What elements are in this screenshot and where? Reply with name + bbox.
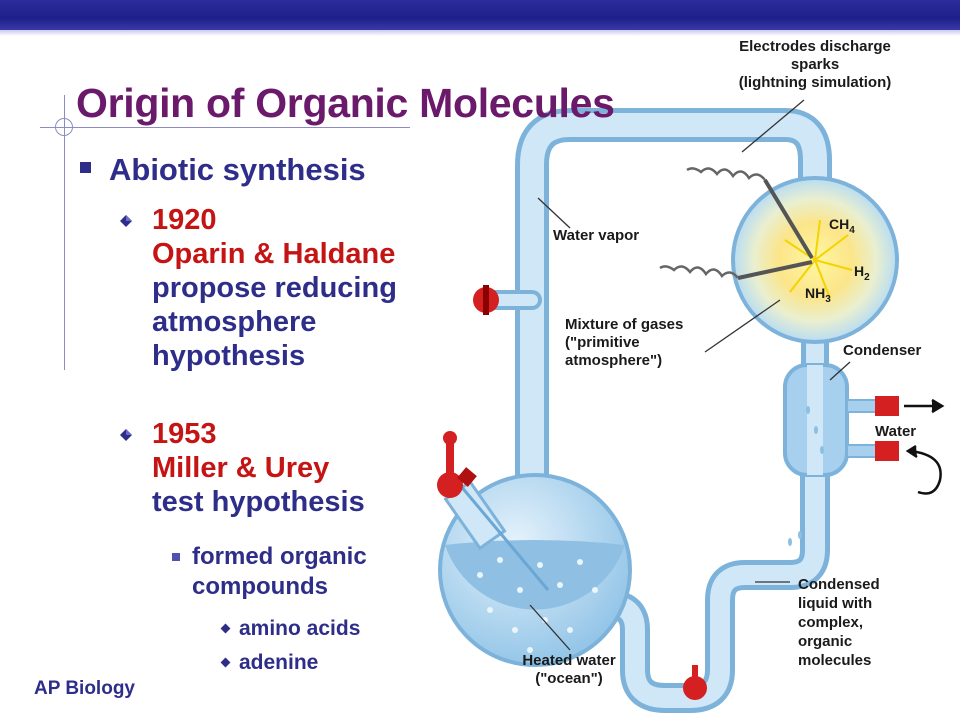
slide-title: Origin of Organic Molecules (76, 80, 615, 126)
decor-crosshair-icon (55, 118, 73, 136)
stopcock-icon (437, 431, 477, 498)
small-diamond-bullet-icon (220, 657, 231, 668)
gas-h2: H2 (854, 263, 870, 283)
label-condenser: Condenser (843, 342, 922, 359)
condenser-ports (846, 396, 899, 461)
bullet-adenine: adenine (220, 651, 318, 675)
spark-burst (784, 219, 853, 299)
stopcock-icon (683, 665, 707, 700)
bubbles (477, 557, 598, 653)
water-flow-arrows (904, 398, 945, 495)
stopcock-icon (473, 285, 499, 315)
year-1920: 1920 (152, 204, 217, 236)
electrode-wires (659, 167, 766, 279)
diamond-bullet-icon (120, 429, 132, 441)
year-1953: 1953 (152, 418, 217, 450)
oparin-haldane: Oparin & Haldane (152, 238, 396, 270)
bullet-abiotic-synthesis: Abiotic synthesis (80, 152, 366, 188)
diamond-bullet-icon (120, 215, 132, 227)
square-bullet-icon (80, 162, 91, 174)
miller-urey: Miller & Urey (152, 452, 330, 484)
gas-ch4: CH4 (829, 216, 855, 236)
label-condensed-liquid: Condensed liquid with complex, organic m… (798, 576, 880, 669)
small-diamond-bullet-icon (220, 623, 231, 634)
banner-shine (0, 30, 960, 36)
leader-lines (529, 99, 851, 651)
bullet-amino-acids: amino acids (220, 617, 360, 641)
decor-horizontal-line (40, 127, 410, 128)
label-water: Water (875, 423, 917, 440)
label-water-vapor: Water vapor (553, 227, 640, 244)
gas-nh3: NH3 (805, 285, 831, 305)
label-mixture-of-gases: Mixture of gases ("primitive atmosphere"… (565, 316, 684, 369)
label-electrodes: Electrodes discharge sparks (lightning s… (738, 38, 892, 91)
label-heated-water: Heated water ("ocean") (522, 652, 616, 687)
miller-urey-apparatus (437, 99, 945, 713)
small-square-bullet-icon (172, 553, 180, 561)
condensate-drops (788, 406, 824, 546)
top-banner (0, 0, 960, 30)
decor-vertical-line (64, 95, 65, 370)
electrodes (737, 178, 814, 280)
footer-course-label: AP Biology (34, 678, 135, 699)
